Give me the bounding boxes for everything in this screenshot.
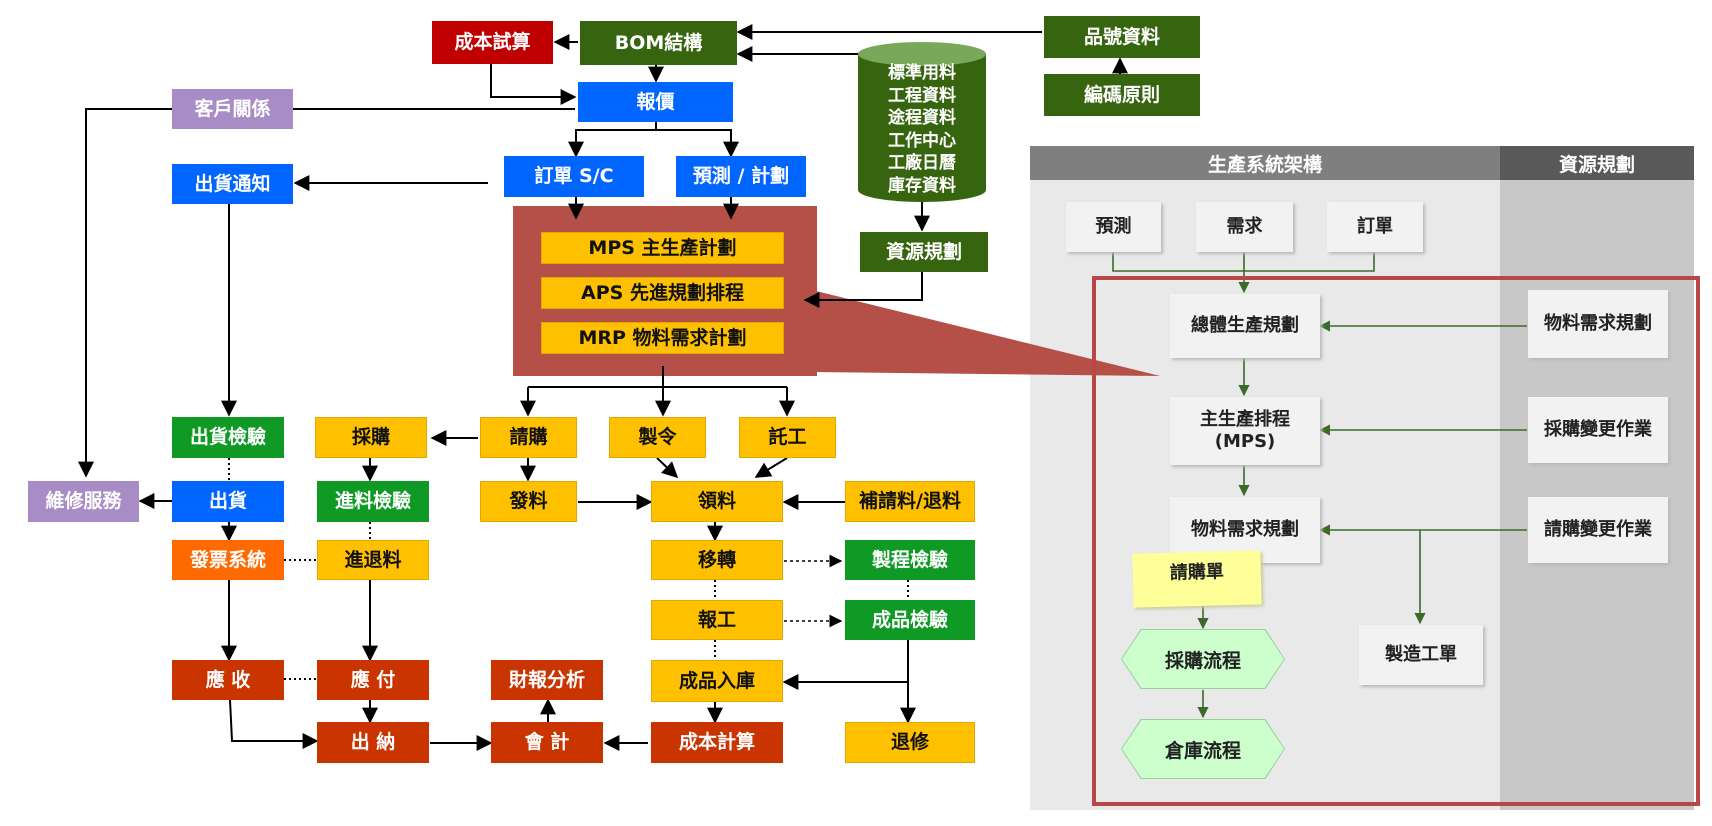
- subcontract-node: 託工: [739, 417, 836, 458]
- master-data-item: 工廠日曆: [888, 153, 956, 174]
- warehouse-flow-node: 倉庫流程: [1122, 720, 1284, 778]
- receivable-node: 應 收: [172, 660, 284, 700]
- fin-analysis-node: 財報分析: [491, 660, 603, 700]
- payable-node: 應 付: [317, 660, 429, 700]
- mrp-node: MRP 物料需求計劃: [541, 322, 784, 354]
- master-data-item: 工程資料: [888, 85, 956, 106]
- resource-panel-bg: [1500, 146, 1694, 810]
- invoice-system-node: 發票系統: [172, 540, 284, 580]
- architecture-header: 生產系統架構: [1030, 146, 1500, 180]
- requisition-node: 請購: [480, 417, 577, 458]
- supplement-return-node: 補請料/退料: [845, 481, 975, 522]
- dotted-connectors: [228, 458, 909, 680]
- report-work-node: 報工: [651, 600, 783, 640]
- part-data-node: 品號資料: [1044, 16, 1200, 58]
- shipment-node: 出貨: [172, 481, 284, 522]
- dotted-arrows: [784, 554, 843, 628]
- quote-node: 報價: [578, 82, 733, 122]
- rework-node: 退修: [845, 722, 975, 763]
- ship-notice-node: 出貨通知: [172, 164, 293, 204]
- stock-in-node: 成品入庫: [651, 660, 783, 702]
- right-connectors: [1112, 252, 1527, 719]
- mfg-order-node: 製令: [609, 417, 706, 458]
- cost-calc-node: 成本計算: [651, 722, 783, 763]
- bom-node: BOM結構: [580, 21, 737, 65]
- ship-inspect-node: 出貨檢驗: [172, 417, 284, 458]
- customer-node: 客戶關係: [172, 89, 293, 129]
- side-mrp-node: 物料需求規劃: [1528, 290, 1668, 358]
- mps-node: MPS 主生產計劃: [541, 232, 784, 264]
- master-data-item: 標準用料: [888, 63, 956, 83]
- resource-header: 資源規劃: [1500, 146, 1694, 180]
- master-data-item: 庫存資料: [888, 175, 956, 196]
- resource-plan-node: 資源規劃: [860, 232, 988, 272]
- purchase-flow-node: 採購流程: [1122, 630, 1284, 688]
- master-data-database: 標準用料 工程資料 途程資料 工作中心 工廠日曆 庫存資料: [858, 42, 986, 202]
- cashier-node: 出 納: [317, 722, 429, 763]
- cost-trial-node: 成本試算: [432, 21, 553, 64]
- order-node: 訂單 S/C: [504, 156, 644, 197]
- forecast-node: 預測 / 計劃: [676, 156, 806, 197]
- mps-schedule-node: 主生產排程 (MPS): [1170, 397, 1320, 465]
- master-data-item: 工作中心: [888, 130, 956, 151]
- master-data-item: 途程資料: [888, 108, 956, 129]
- callout-wedge: [812, 290, 1160, 376]
- arch-demand-node: 需求: [1196, 202, 1293, 252]
- requisition-change-node: 請購變更作業: [1528, 497, 1668, 563]
- highlight-frame: [1092, 276, 1700, 806]
- material-pick-node: 領料: [651, 481, 783, 522]
- repair-node: 維修服務: [28, 481, 139, 522]
- product-inspect-node: 成品檢驗: [845, 600, 975, 640]
- requisition-note: 請購單: [1132, 550, 1262, 608]
- purchase-change-node: 採購變更作業: [1528, 397, 1668, 463]
- issue-node: 發料: [480, 481, 577, 522]
- mps-schedule-sub: (MPS): [1214, 431, 1276, 452]
- accounting-node: 會 計: [491, 722, 603, 763]
- aggregate-plan-node: 總體生產規劃: [1170, 294, 1320, 358]
- work-order-node: 製造工單: [1359, 625, 1483, 685]
- coding-rules-node: 編碼原則: [1044, 74, 1200, 116]
- return-in-node: 進退料: [317, 540, 429, 580]
- aps-node: APS 先進規劃排程: [541, 277, 784, 309]
- arch-forecast-node: 預測: [1066, 202, 1161, 252]
- purchase-node: 採購: [315, 417, 427, 458]
- arch-order-node: 訂單: [1327, 202, 1423, 252]
- process-inspect-node: 製程檢驗: [845, 540, 975, 580]
- transfer-node: 移轉: [651, 540, 783, 580]
- incoming-inspect-node: 進料檢驗: [317, 481, 429, 522]
- mps-schedule-label: 主生產排程: [1200, 409, 1290, 431]
